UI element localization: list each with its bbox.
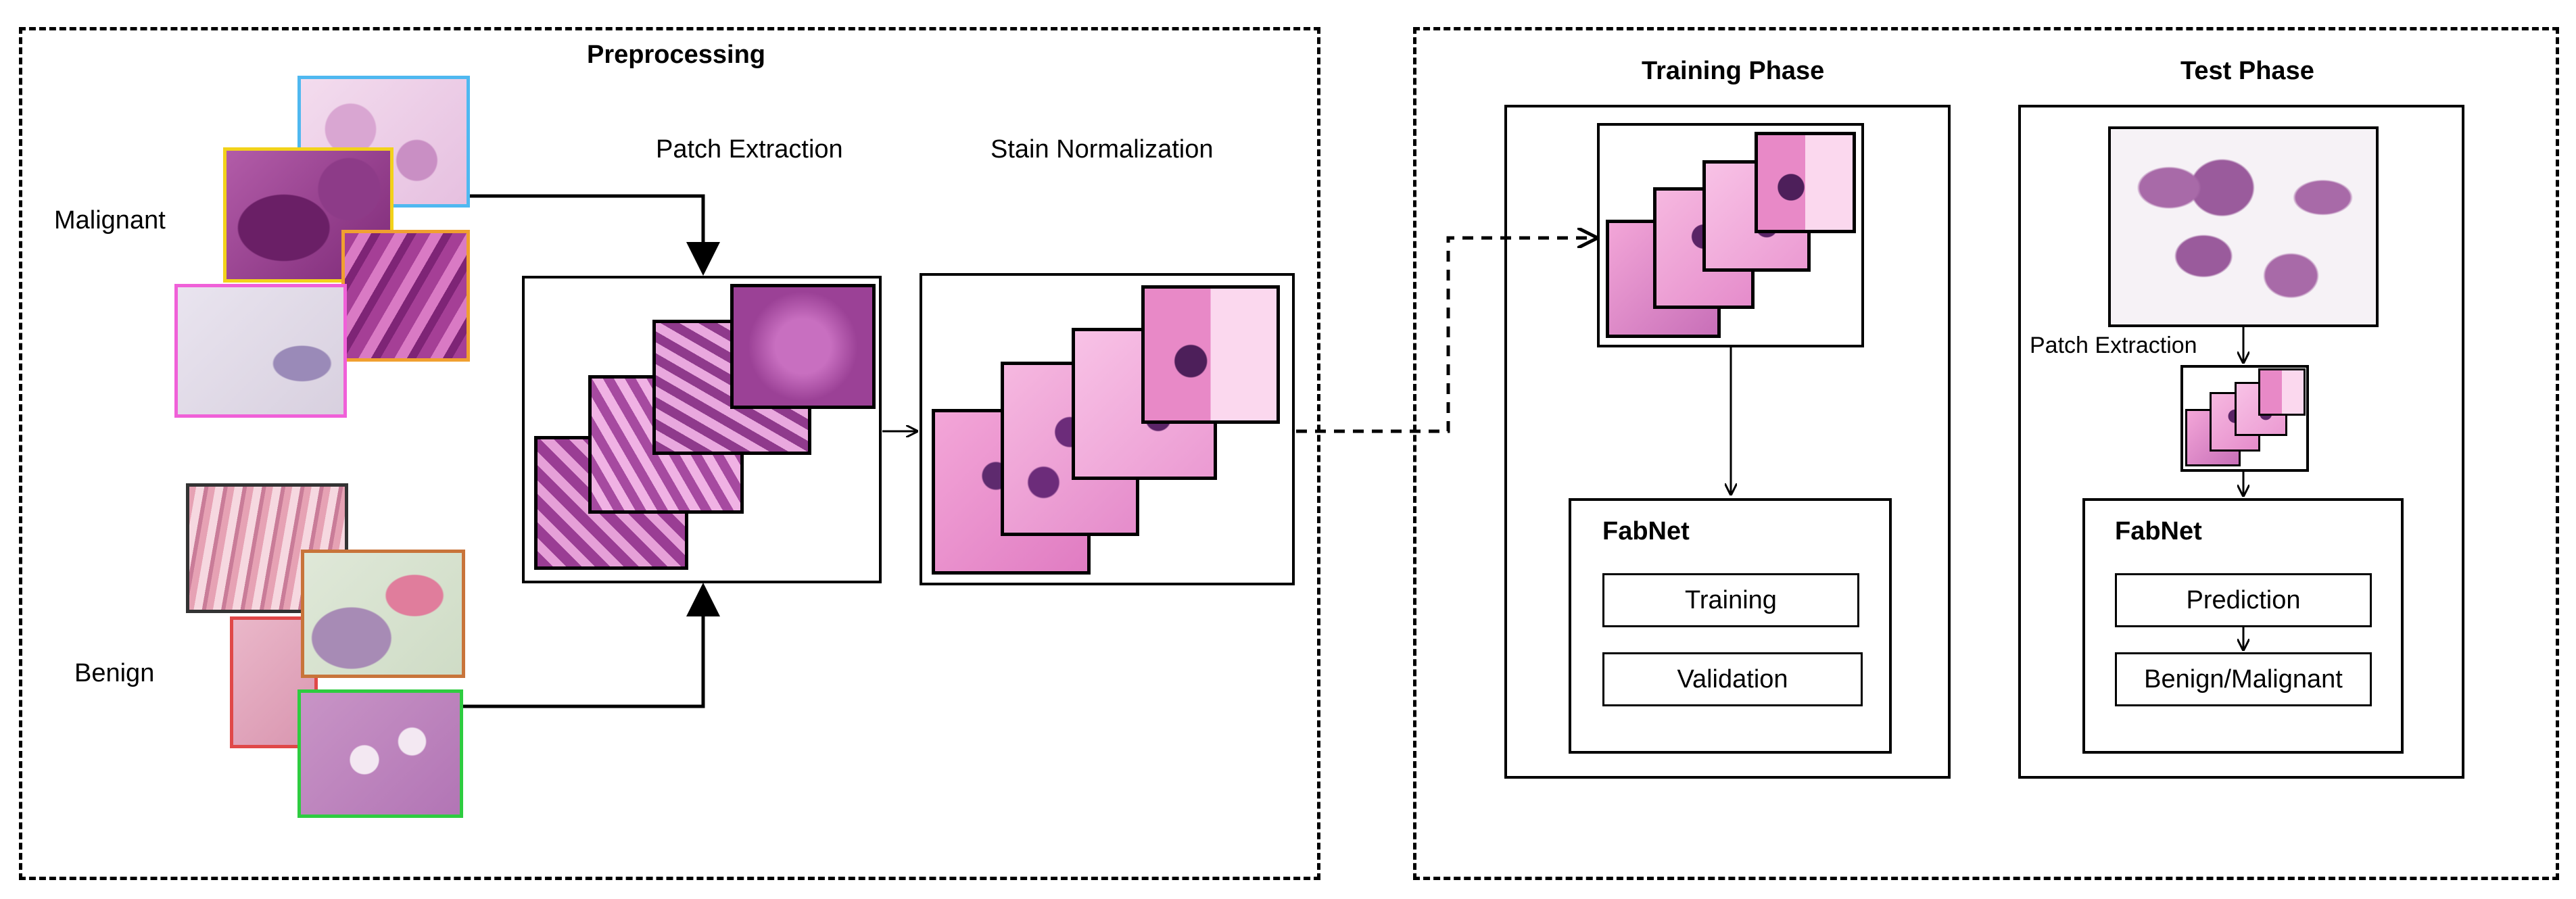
benign-to-patch-arrow (463, 583, 720, 708)
preprocessing-panel (19, 27, 1320, 880)
patch-extraction-label: Patch Extraction (656, 135, 843, 164)
test-patch-extraction-label: Patch Extraction (2030, 333, 2197, 358)
whole-slide-image (2108, 126, 2379, 327)
benign-sample-image (186, 483, 348, 613)
output-step-box: Benign/Malignant (2115, 652, 2372, 706)
test-fabnet-label: FabNet (2115, 517, 2202, 545)
patch-image (730, 284, 876, 409)
malignant-label: Malignant (54, 206, 166, 235)
training-fabnet-label: FabNet (1602, 517, 1690, 545)
validation-step-label: Validation (1677, 664, 1788, 694)
training-step-box: Training (1602, 573, 1859, 627)
malignant-sample-image (174, 284, 347, 418)
output-step-label: Benign/Malignant (2144, 664, 2343, 694)
benign-sample-image (301, 550, 465, 678)
validation-step-box: Validation (1602, 652, 1863, 706)
malignant-to-patch-arrow (470, 194, 720, 276)
benign-sample-image (297, 689, 463, 818)
preprocessing-title: Preprocessing (587, 41, 765, 69)
stain-to-training-arrow (1296, 238, 1594, 433)
model-panel (1413, 27, 2559, 880)
training-phase-title: Training Phase (1642, 57, 1825, 85)
prediction-step-label: Prediction (2186, 585, 2301, 614)
test-patch-image (2258, 368, 2306, 416)
normalized-patch-image (1141, 285, 1280, 424)
test-phase-title: Test Phase (2180, 57, 2314, 85)
training-step-label: Training (1685, 585, 1777, 614)
stain-normalization-label: Stain Normalization (991, 135, 1214, 164)
prediction-step-box: Prediction (2115, 573, 2372, 627)
training-patch-image (1755, 132, 1856, 233)
benign-label: Benign (74, 659, 155, 687)
